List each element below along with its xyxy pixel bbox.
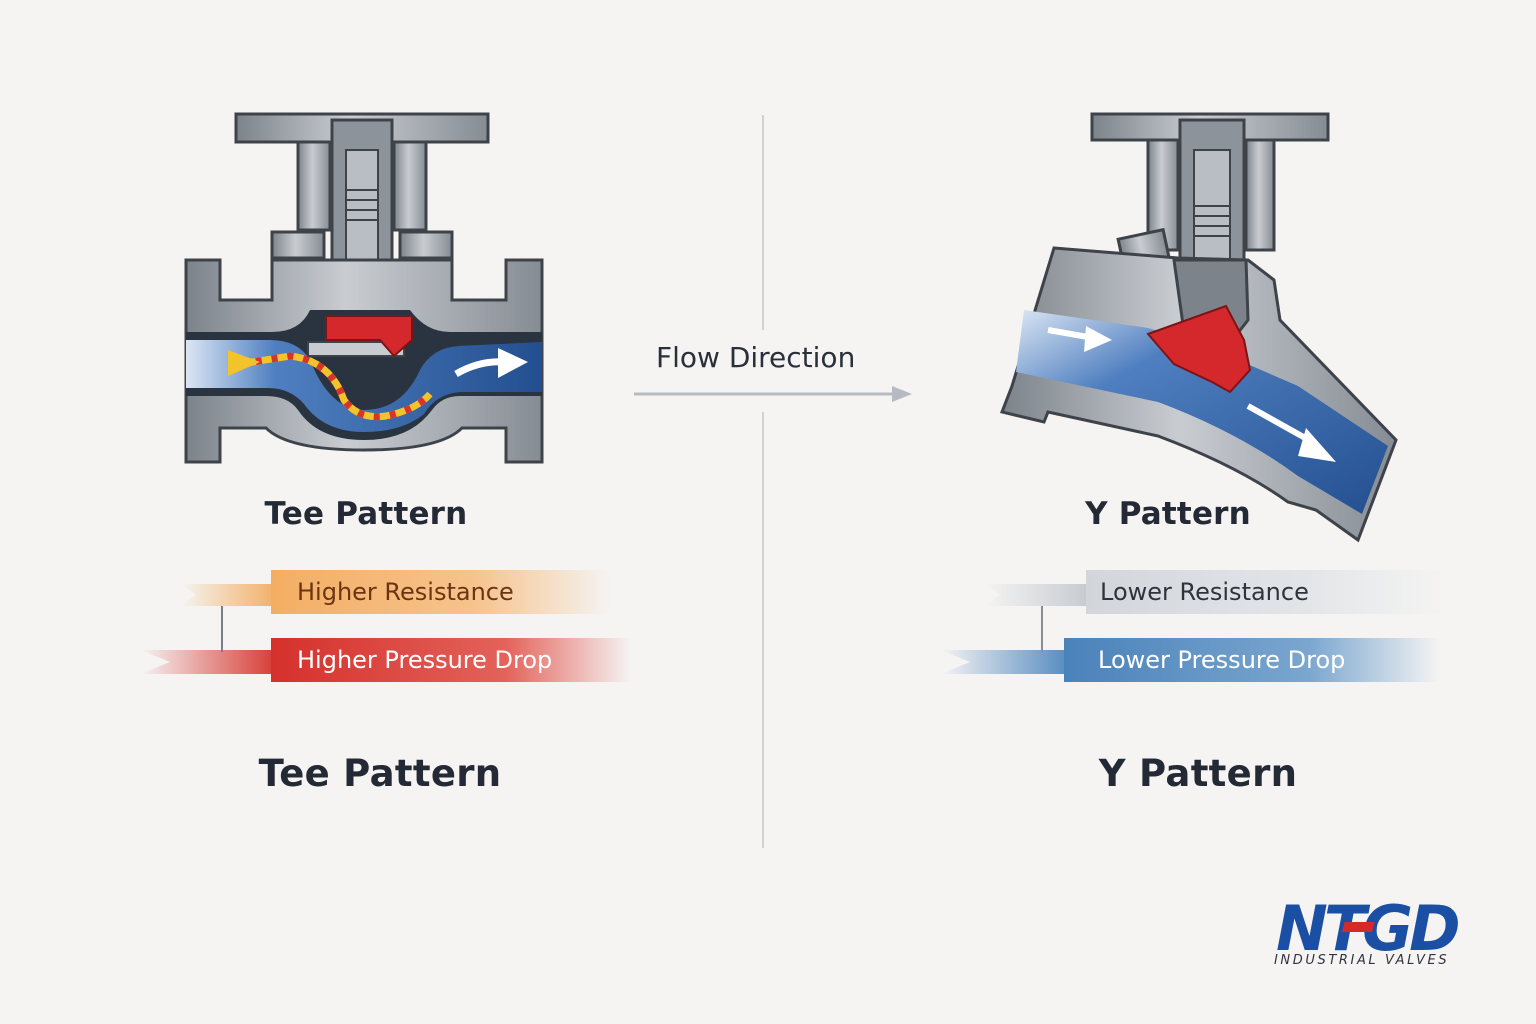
- tee-pattern-title: Tee Pattern: [264, 496, 468, 532]
- tee-resistance-band: Higher Resistance: [271, 570, 611, 614]
- center-divider-bottom: [762, 412, 764, 848]
- center-divider-top: [762, 115, 764, 330]
- y-band-connector: [940, 584, 1086, 674]
- tee-pressure-band: Higher Pressure Drop: [271, 638, 631, 682]
- y-resistance-band: Lower Resistance: [1086, 570, 1446, 614]
- flow-direction-label: Flow Direction: [656, 341, 856, 374]
- flow-direction-arrow: [634, 386, 912, 402]
- y-resistance-label: Lower Resistance: [1100, 578, 1309, 606]
- logo-tagline: INDUSTRIAL VALVES: [1274, 953, 1450, 968]
- y-pattern-title: Y Pattern: [1085, 496, 1251, 532]
- tee-band-connector: [140, 584, 272, 674]
- ntgd-logo: NTGD: [1276, 892, 1462, 965]
- y-pattern-bottom-title: Y Pattern: [1098, 752, 1298, 795]
- y-pattern-valve: [999, 112, 1398, 543]
- y-pressure-band: Lower Pressure Drop: [1064, 638, 1440, 682]
- tee-resistance-label: Higher Resistance: [297, 578, 514, 606]
- tee-pressure-label: Higher Pressure Drop: [297, 646, 553, 674]
- y-pressure-label: Lower Pressure Drop: [1098, 646, 1346, 674]
- tee-pattern-bottom-title: Tee Pattern: [258, 752, 502, 795]
- tee-pattern-valve: [184, 112, 544, 464]
